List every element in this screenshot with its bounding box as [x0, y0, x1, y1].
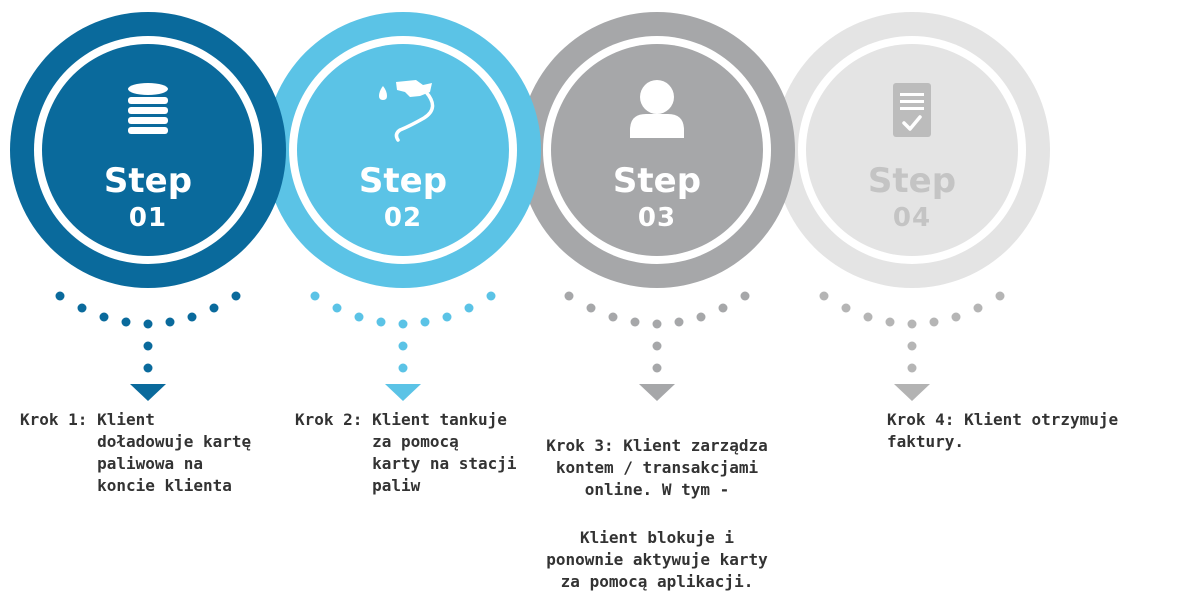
connector-dot [398, 341, 408, 351]
fuel-nozzle-icon [379, 80, 435, 142]
step-3-connector [564, 291, 750, 401]
connector-dot [929, 317, 939, 327]
step-3-circle: Step 03 [519, 12, 795, 288]
connector-dot [674, 317, 684, 327]
step-1-word: Step [104, 161, 192, 201]
connector-dot [907, 363, 917, 373]
arrow-down-icon [639, 384, 675, 401]
step-2-circle: Step 02 [265, 12, 541, 288]
step-2-description: Krok 2: Klient tankuje za pomocą karty n… [295, 409, 517, 497]
invoice-check-icon [893, 83, 931, 137]
step-1-text: Klient doładowuje kartę paliwowa na konc… [97, 410, 252, 495]
steps-diagram: Step 04 Step 03 Step 02 [10, 12, 1050, 401]
connector-dot [907, 341, 917, 351]
step-2-number: 02 [384, 203, 422, 233]
step-3-extra-text: Klient blokuje i ponownie aktywuje karty… [546, 528, 768, 591]
connector-dot [907, 319, 917, 329]
step-1-number: 01 [129, 203, 167, 233]
connector-dot [55, 291, 65, 301]
connector-dot [486, 291, 496, 301]
connector-dot [398, 363, 408, 373]
connector-dot [209, 303, 219, 313]
step-4-number: 04 [893, 203, 931, 233]
connector-dot [464, 303, 474, 313]
connector-dot [608, 312, 618, 322]
connector-dot [973, 303, 983, 313]
step-4-circle: Step 04 [774, 12, 1050, 288]
connector-dot [652, 363, 662, 373]
connector-dot [99, 312, 109, 322]
arrow-down-icon [130, 384, 166, 401]
connector-dot [740, 291, 750, 301]
connector-dot [398, 319, 408, 329]
connector-dot [630, 317, 640, 327]
step-1-description: Krok 1: Klient doładowuje kartę paliwowa… [20, 409, 251, 497]
arrow-down-icon [894, 384, 930, 401]
connector-dot [354, 312, 364, 322]
connector-dot [376, 317, 386, 327]
connector-dot [332, 303, 342, 313]
connector-dot [995, 291, 1005, 301]
step-1-connector [55, 291, 241, 401]
step-1-circle: Step 01 [10, 12, 286, 288]
connector-dot [143, 341, 153, 351]
connector-dot [121, 317, 131, 327]
step-3-number: 03 [638, 203, 676, 233]
connector-dot [231, 291, 241, 301]
step-4-word: Step [868, 161, 956, 201]
connector-dot [442, 312, 452, 322]
connector-dot [652, 319, 662, 329]
connector-dot [310, 291, 320, 301]
step-2-label: Krok 2: [295, 410, 373, 429]
connector-dot [951, 312, 961, 322]
connector-dot [718, 303, 728, 313]
connector-dot [564, 291, 574, 301]
user-icon [630, 80, 684, 138]
connector-dot [819, 291, 829, 301]
step-4-description: Krok 4: Klient otrzymuje faktury. [887, 409, 1187, 453]
connector-dot [143, 319, 153, 329]
connector-dot [696, 312, 706, 322]
connector-dot [586, 303, 596, 313]
arrow-down-icon [385, 384, 421, 401]
step-1-label: Krok 1: [20, 410, 98, 429]
connector-dot [165, 317, 175, 327]
connector-dot [187, 312, 197, 322]
connector-dot [143, 363, 153, 373]
step-2-word: Step [359, 161, 447, 201]
connector-dot [652, 341, 662, 351]
connector-dot [863, 312, 873, 322]
connector-dot [77, 303, 87, 313]
step-3-word: Step [613, 161, 701, 201]
step-2-text: Klient tankuje za pomocą karty na stacji… [372, 410, 517, 495]
connectors [55, 291, 1005, 401]
step-3-main-text: Krok 3: Klient zarządza kontem / transak… [546, 436, 768, 499]
connector-dot [420, 317, 430, 327]
step-4-connector [819, 291, 1005, 401]
step-2-connector [310, 291, 496, 401]
step-4-text: Krok 4: Klient otrzymuje faktury. [887, 410, 1119, 451]
connector-dot [885, 317, 895, 327]
step-3-description: Krok 3: Klient zarządza kontem / transak… [527, 413, 787, 615]
database-icon [128, 83, 168, 134]
connector-dot [841, 303, 851, 313]
